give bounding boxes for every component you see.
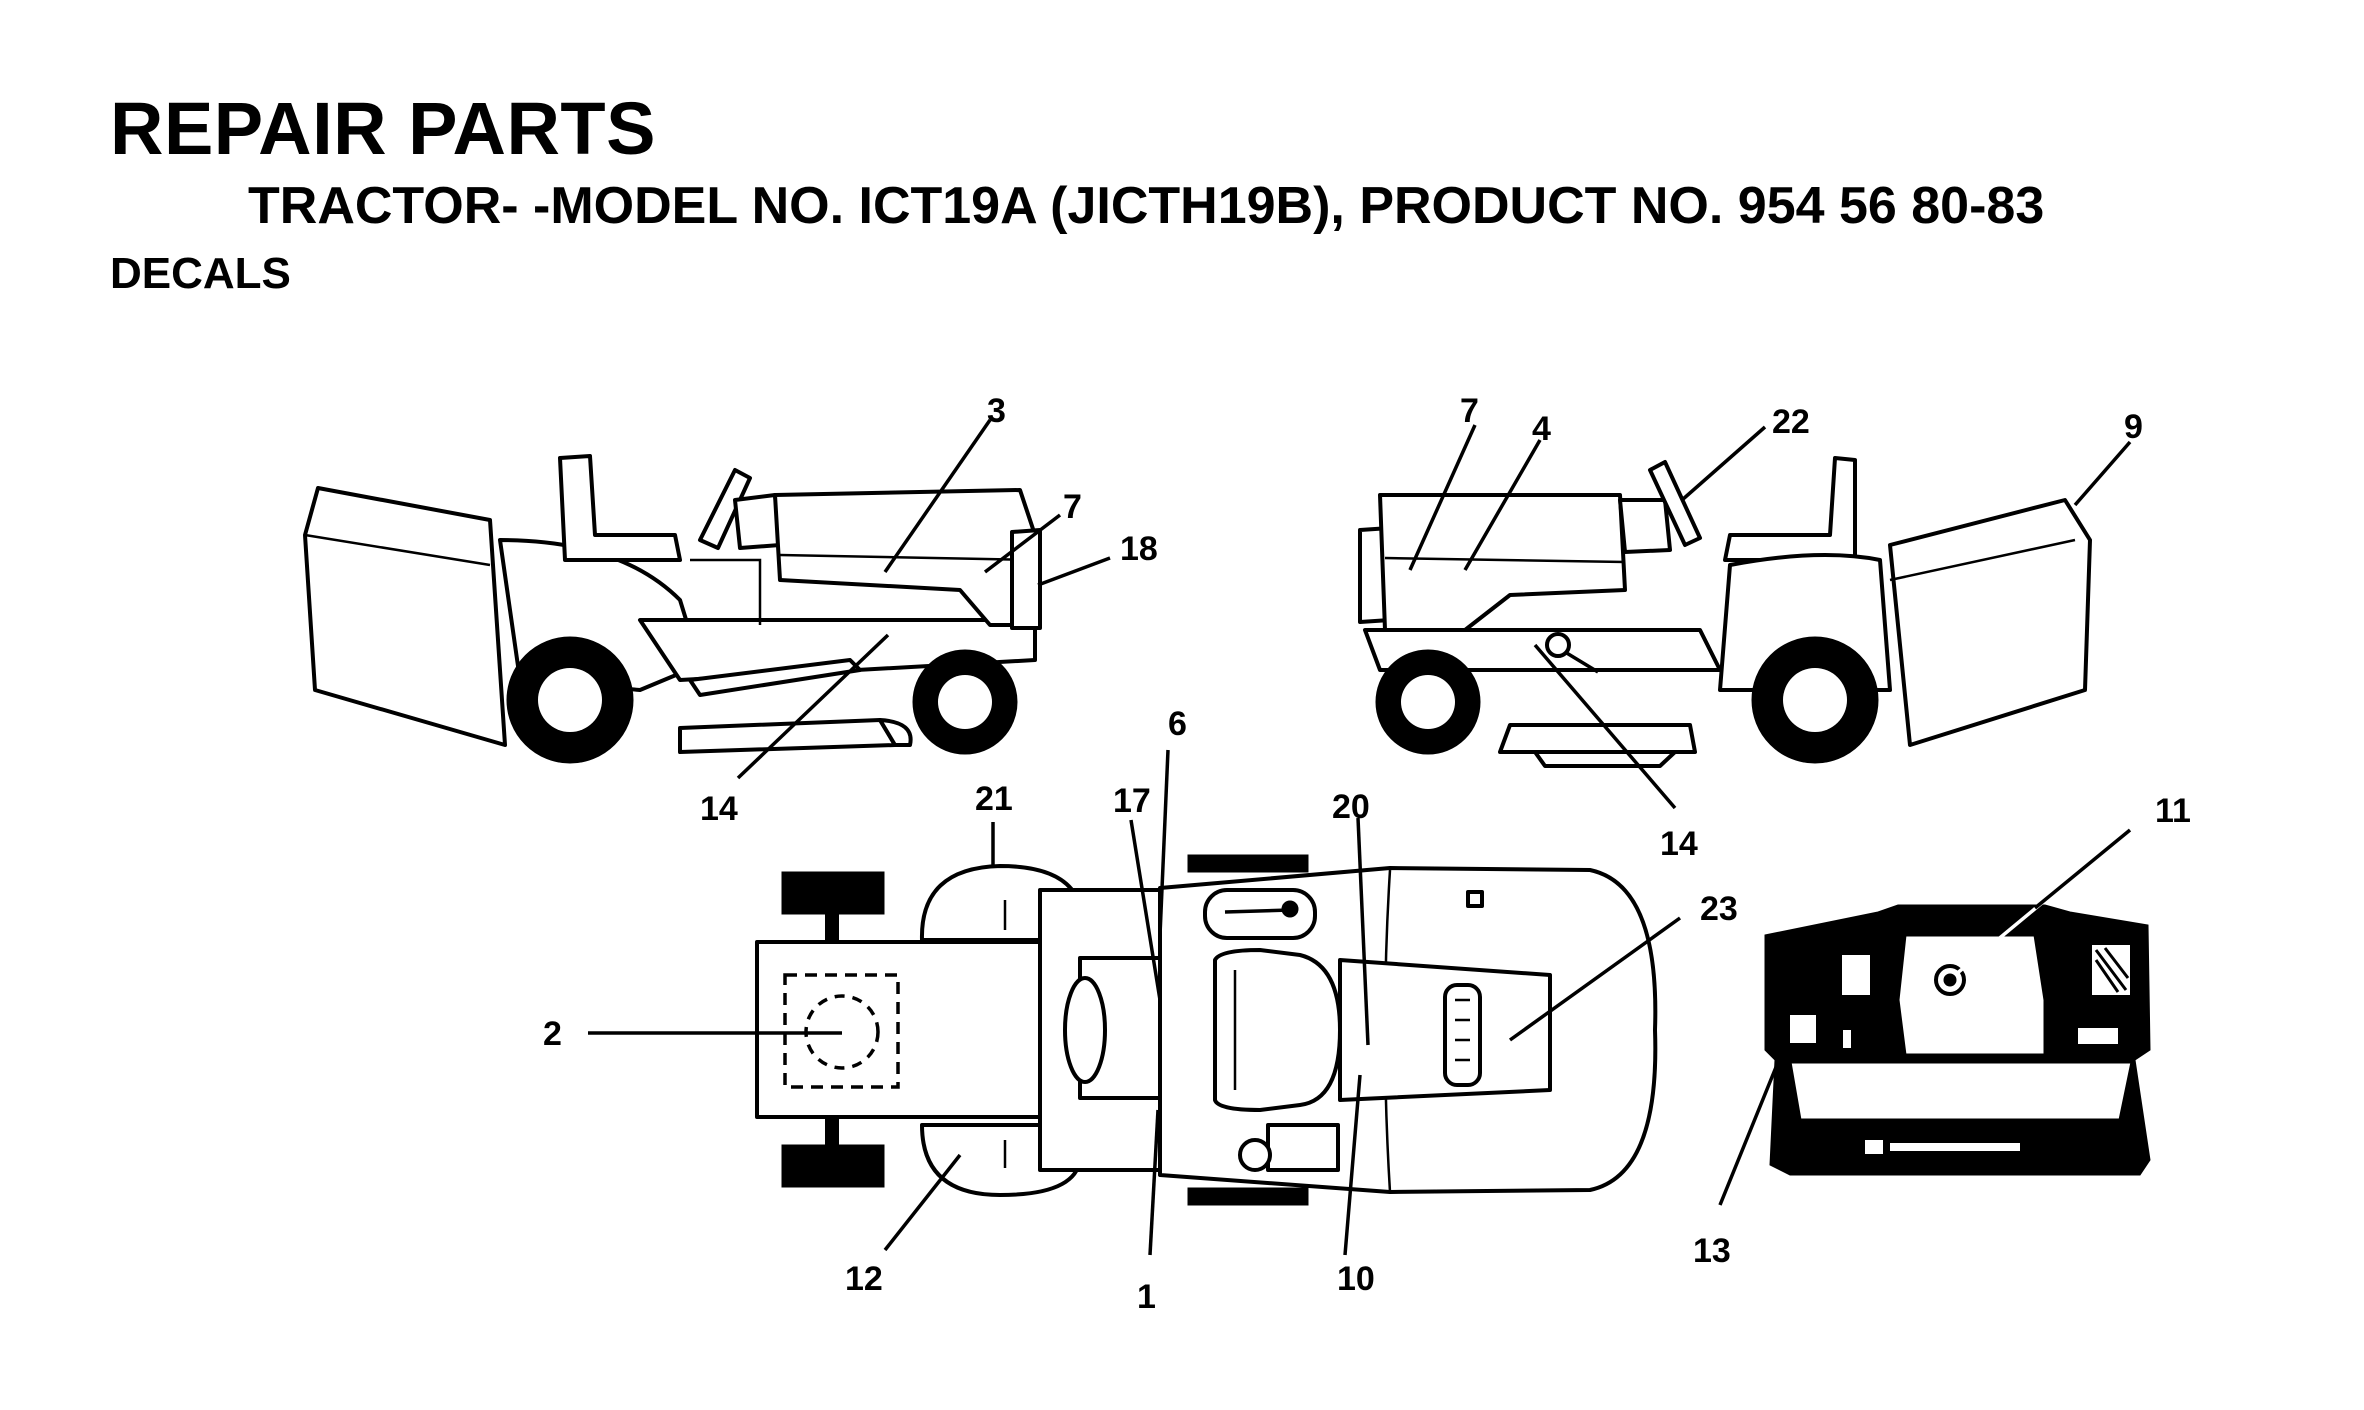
- leader-lines: [588, 419, 2132, 1256]
- callout-top-1: 1: [1137, 1278, 1156, 1316]
- callout-left-3: 3: [987, 392, 1006, 430]
- callout-top-20: 20: [1332, 788, 1370, 826]
- rear-panel-icon: [1764, 904, 2151, 1176]
- callout-top-23: 23: [1700, 890, 1738, 928]
- callout-top-17: 17: [1113, 782, 1151, 820]
- page-title: REPAIR PARTS: [110, 87, 656, 170]
- callout-top-10: 10: [1337, 1260, 1375, 1298]
- callout-right-22: 22: [1772, 403, 1810, 441]
- tractor-top-view-icon: [755, 854, 1658, 1206]
- callout-rear-11: 11: [2155, 792, 2191, 830]
- callout-right-7: 7: [1460, 392, 1479, 430]
- callout-top-6: 6: [1168, 705, 1187, 743]
- callout-rear-13: 13: [1693, 1232, 1731, 1270]
- tractor-right-side-icon: [1358, 456, 2092, 768]
- callout-top-12: 12: [845, 1260, 883, 1298]
- callout-top-21: 21: [975, 780, 1013, 818]
- section-label: DECALS: [110, 249, 291, 298]
- callout-left-14: 14: [700, 790, 738, 828]
- model-subtitle: TRACTOR- -MODEL NO. ICT19A (JICTH19B), P…: [248, 177, 2045, 235]
- callout-left-18: 18: [1120, 530, 1158, 568]
- callout-right-4: 4: [1532, 410, 1551, 448]
- callout-left-7: 7: [1063, 488, 1082, 526]
- tractor-left-side-icon: [303, 454, 1042, 764]
- callout-top-2: 2: [543, 1015, 562, 1053]
- callout-right-14: 14: [1660, 825, 1698, 863]
- callout-right-9: 9: [2124, 408, 2143, 446]
- callout-labels: 3 7 18 14 7 4 22 9 14 21 17 6 20 23 2 12…: [543, 392, 2191, 1316]
